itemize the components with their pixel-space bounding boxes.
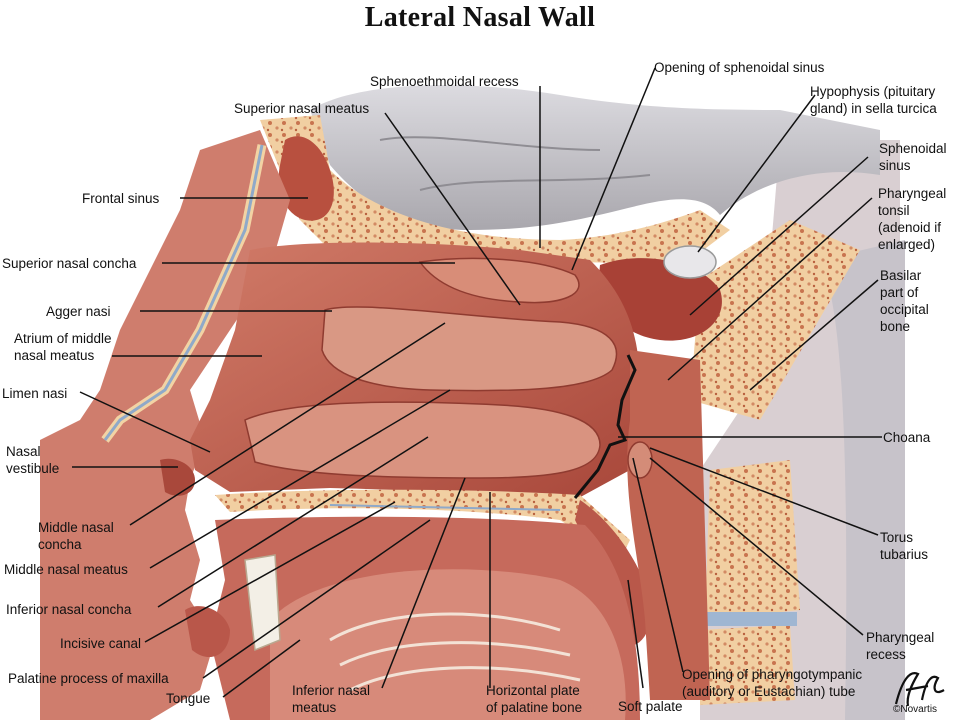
vertebra (705, 460, 800, 620)
diagram-title: Lateral Nasal Wall (364, 2, 596, 33)
label-basilar-line2: part of (880, 285, 919, 300)
label-torus-tubarius-line2: tubarius (880, 547, 929, 562)
label-middle-concha-line2: concha (38, 537, 82, 552)
label-atrium-line1: Atrium of middle (14, 331, 112, 346)
label-torus-tubarius-line1: Torus (880, 530, 914, 545)
label-sphenoidal-sinus-line2: sinus (879, 158, 911, 173)
label-inferior-meatus-line2: meatus (292, 700, 337, 715)
label-basilar-line3: occipital (880, 302, 929, 317)
label-basilar-line1: Basilar (880, 268, 922, 283)
hypophysis (663, 245, 717, 279)
middle-concha-shape (321, 306, 618, 392)
label-choana: Choana (883, 430, 931, 445)
label-atrium-line2: nasal meatus (14, 348, 95, 363)
vestibule (160, 458, 195, 496)
hard-palate (215, 489, 630, 560)
pharynx (627, 350, 710, 700)
choana-outline (573, 354, 637, 499)
label-pharyngeal-recess-line2: recess (866, 647, 906, 662)
sphenoid-sinus-cavity (599, 258, 722, 341)
label-pharyngeal-recess-line1: Pharyngeal (866, 630, 935, 645)
brain (310, 85, 880, 230)
label-middle-concha-line1: Middle nasal (38, 520, 114, 535)
occipital-bone (690, 220, 860, 420)
label-horizontal-plate-line2: of palatine bone (486, 700, 583, 715)
lip (185, 606, 230, 658)
label-limen-nasi: Limen nasi (2, 386, 68, 401)
label-hypophysis-line2: gland) in sella turcica (810, 101, 937, 116)
label-pharyngeal-tonsil-line4: enlarged) (878, 237, 936, 252)
label-sphenoethmoidal-recess: Sphenoethmoidal recess (370, 74, 519, 89)
leader-lines (72, 67, 882, 698)
frontal-sinus-cavity (278, 136, 334, 221)
teeth (244, 554, 281, 652)
credit-text: ©Novartis (893, 704, 938, 715)
label-soft-palate: Soft palate (618, 699, 683, 714)
label-incisive-canal: Incisive canal (60, 636, 142, 651)
label-basilar-line4: bone (880, 319, 911, 334)
label-tongue: Tongue (166, 691, 211, 706)
label-pharyngotympanic-line2: (auditory or Eustachian) tube (682, 684, 856, 699)
tongue-shape (270, 569, 626, 720)
label-middle-nasal-meatus: Middle nasal meatus (4, 562, 128, 577)
label-horizontal-plate-line1: Horizontal plate (486, 683, 580, 698)
label-pharyngeal-tonsil-line2: tonsil (878, 203, 910, 218)
torus-shape (627, 441, 653, 479)
cranial-bone (260, 115, 730, 263)
label-nasal-vestibule-line2: vestibule (6, 461, 60, 476)
label-opening-sphenoidal-sinus: Opening of sphenoidal sinus (654, 60, 825, 75)
label-pharyngotympanic-line1: Opening of pharyngotympanic (682, 667, 863, 682)
label-pharyngeal-tonsil-line1: Pharyngeal (878, 186, 947, 201)
label-inferior-meatus-line1: Inferior nasal (292, 683, 371, 698)
label-nasal-vestibule-line1: Nasal (6, 444, 41, 459)
label-inferior-nasal-concha: Inferior nasal concha (6, 602, 132, 617)
superior-concha-shape (418, 257, 580, 304)
vertebra-2 (700, 625, 795, 705)
label-agger-nasi: Agger nasi (46, 304, 111, 319)
label-superior-nasal-concha: Superior nasal concha (2, 256, 137, 271)
label-palatine-process: Palatine process of maxilla (8, 671, 169, 686)
label-sphenoidal-sinus-line1: Sphenoidal (879, 141, 947, 156)
spinal-canal (820, 240, 905, 720)
label-hypophysis-line1: Hypophysis (pituitary (810, 84, 936, 99)
label-frontal-sinus: Frontal sinus (82, 191, 160, 206)
label-superior-nasal-meatus: Superior nasal meatus (234, 101, 370, 116)
artist-signature (894, 672, 945, 707)
label-pharyngeal-tonsil-line3: (adenoid if (878, 220, 942, 235)
